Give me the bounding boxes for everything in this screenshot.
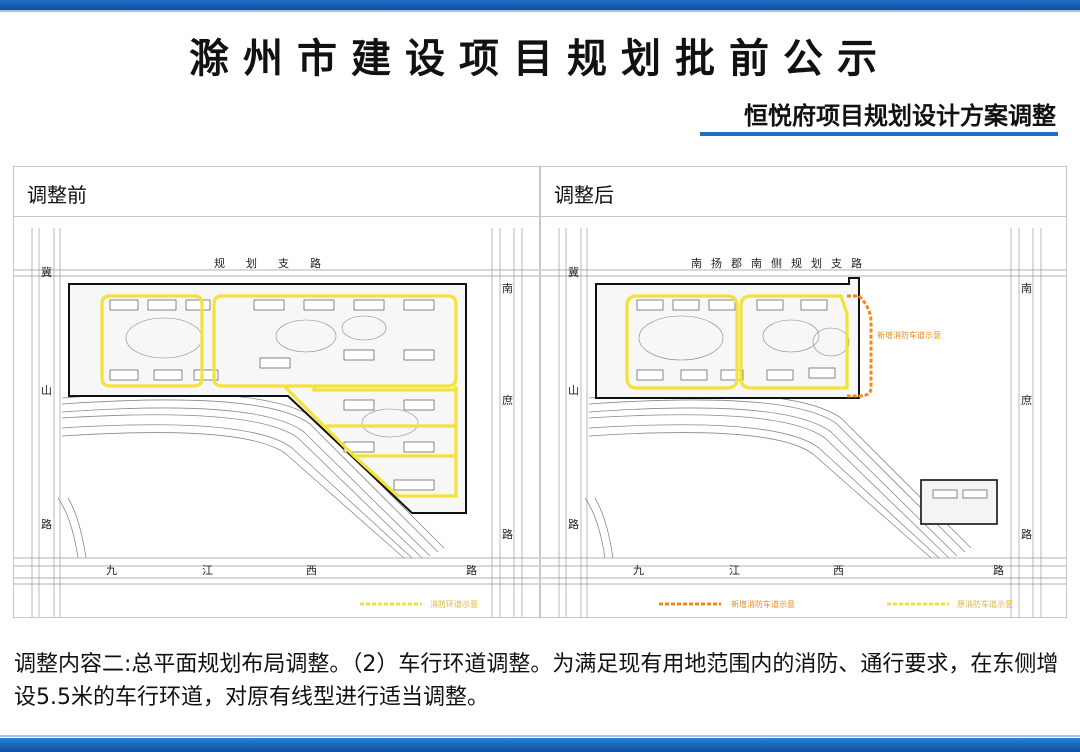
- project-subtitle: 恒悦府项目规划设计方案调整: [744, 102, 1056, 130]
- svg-text:划: 划: [246, 257, 257, 270]
- svg-text:侧: 侧: [771, 257, 782, 270]
- svg-text:山: 山: [568, 384, 579, 397]
- road-west-label: 冀 山 路: [568, 265, 579, 531]
- bottom-accent-bar: [0, 735, 1080, 752]
- new-fire-lane-annotation: 新增消防车道示意: [877, 330, 941, 340]
- svg-text:路: 路: [851, 257, 862, 270]
- legend-ring-road-label: 原消防车道示意: [957, 599, 1013, 609]
- svg-text:南: 南: [751, 257, 762, 270]
- svg-text:九: 九: [633, 564, 644, 577]
- site-plan-after-svg: 新增消防车道示意 南 扬 郡 南 侧 规 划 支 路 冀 山 路 南 庶 路: [541, 228, 1066, 617]
- road-east-label: 南 庶 路: [1021, 282, 1032, 541]
- top-accent-bar: [0, 0, 1080, 12]
- panel-before-label: 调整前: [14, 167, 539, 217]
- panel-after-label: 调整后: [541, 167, 1066, 217]
- svg-text:庶: 庶: [502, 393, 513, 407]
- subtitle-underline: [700, 132, 1058, 136]
- svg-text:支: 支: [278, 257, 289, 270]
- svg-text:规: 规: [791, 256, 802, 270]
- road-south-label: 九 江 西 路: [106, 564, 477, 577]
- svg-text:郡: 郡: [731, 257, 742, 270]
- svg-text:路: 路: [568, 518, 579, 531]
- road-north-label: 规 划 支 路: [214, 256, 321, 270]
- legend-ring-road-label: 消防环道示意: [430, 599, 478, 609]
- svg-text:江: 江: [729, 564, 740, 577]
- site-plan-after: 新增消防车道示意 南 扬 郡 南 侧 规 划 支 路 冀 山 路 南 庶 路: [541, 218, 1066, 617]
- panel-before: 调整前: [13, 166, 540, 618]
- svg-text:规: 规: [214, 256, 225, 270]
- svg-text:山: 山: [41, 384, 52, 397]
- svg-text:路: 路: [1021, 528, 1032, 541]
- road-west-label: 冀 山 路: [41, 265, 52, 531]
- svg-text:南: 南: [691, 257, 702, 270]
- site-plan-before: 规 划 支 路 冀 山 路 南 庶 路 九 江 西 路: [14, 218, 539, 617]
- svg-text:扬: 扬: [711, 256, 722, 270]
- svg-text:划: 划: [811, 257, 822, 270]
- page-title: 滁州市建设项目规划批前公示: [189, 36, 891, 82]
- svg-text:庶: 庶: [1021, 393, 1032, 407]
- svg-text:路: 路: [310, 257, 321, 270]
- svg-text:支: 支: [831, 257, 842, 270]
- svg-text:西: 西: [306, 564, 317, 577]
- svg-text:西: 西: [833, 564, 844, 577]
- site-plan-before-svg: 规 划 支 路 冀 山 路 南 庶 路 九 江 西 路: [14, 228, 539, 617]
- svg-text:南: 南: [1021, 282, 1032, 295]
- svg-text:九: 九: [106, 564, 117, 577]
- svg-text:路: 路: [502, 528, 513, 541]
- road-north-label: 南 扬 郡 南 侧 规 划 支 路: [691, 256, 862, 270]
- legend-new-lane-label: 新增消防车道示意: [731, 599, 795, 609]
- svg-text:路: 路: [41, 518, 52, 531]
- new-fire-lane: [847, 294, 873, 398]
- road-east-label: 南 庶 路: [502, 282, 513, 541]
- road-south-label: 九 江 西 路: [633, 564, 1004, 577]
- svg-text:南: 南: [502, 282, 513, 295]
- panel-after: 调整后: [540, 166, 1067, 618]
- svg-text:冀: 冀: [568, 265, 579, 279]
- svg-text:冀: 冀: [41, 265, 52, 279]
- svg-text:路: 路: [466, 564, 477, 577]
- svg-text:路: 路: [993, 564, 1004, 577]
- adjustment-description: 调整内容二:总平面规划布局调整。（2）车行环道调整。为满足现有用地范围内的消防、…: [14, 652, 1059, 710]
- svg-text:江: 江: [202, 564, 213, 577]
